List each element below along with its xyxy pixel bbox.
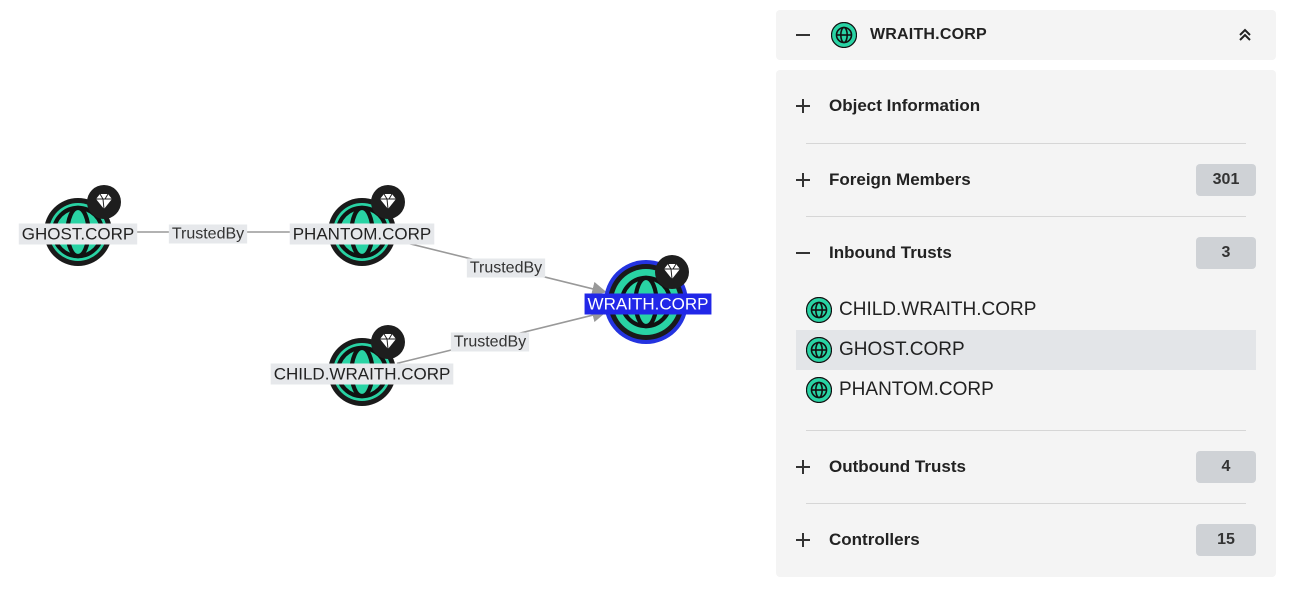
divider: [806, 503, 1246, 504]
count-badge: 15: [1196, 524, 1256, 556]
domain-node-child[interactable]: CHILD.WRAITH.CORP: [270, 324, 454, 406]
plus-icon: [796, 173, 810, 187]
entity-header: WRAITH.CORP: [776, 10, 1276, 60]
domain-node-ghost[interactable]: GHOST.CORP: [18, 184, 138, 266]
node-label-selected: WRAITH.CORP: [584, 293, 712, 315]
trust-edge[interactable]: TrustedBy: [396, 239, 607, 296]
trust-edge[interactable]: TrustedBy: [396, 308, 607, 365]
trust-name: GHOST.CORP: [839, 339, 965, 360]
node-label: GHOST.CORP: [18, 223, 138, 245]
section-label: Controllers: [829, 530, 920, 549]
section-outbound-trusts[interactable]: Outbound Trusts 4: [776, 447, 1276, 487]
entity-details: Object Information Foreign Members 301 I…: [776, 70, 1276, 577]
trust-name: PHANTOM.CORP: [839, 379, 994, 400]
minimize-icon[interactable]: [796, 34, 810, 36]
gem-icon: [86, 184, 122, 220]
plus-icon: [796, 460, 810, 474]
section-object-information[interactable]: Object Information: [776, 86, 1276, 126]
gem-icon: [654, 254, 690, 290]
section-foreign-members[interactable]: Foreign Members 301: [776, 160, 1276, 200]
section-label: Inbound Trusts: [829, 243, 952, 262]
svg-text:TrustedBy: TrustedBy: [470, 260, 542, 277]
globe-icon: [806, 377, 832, 403]
section-label: Foreign Members: [829, 170, 971, 189]
globe-icon: [806, 337, 832, 363]
count-badge: 301: [1196, 164, 1256, 196]
edge-label: TrustedBy: [466, 258, 546, 278]
entity-title: WRAITH.CORP: [870, 26, 987, 43]
edge-label: TrustedBy: [450, 332, 530, 352]
plus-icon: [796, 99, 810, 113]
section-controllers[interactable]: Controllers 15: [776, 520, 1276, 560]
svg-text:CHILD.WRAITH.CORP: CHILD.WRAITH.CORP: [274, 365, 451, 384]
edge-label: TrustedBy: [168, 224, 248, 244]
globe-icon: [831, 22, 857, 48]
chevrons-up-icon[interactable]: [1236, 26, 1254, 44]
node-label: CHILD.WRAITH.CORP: [270, 363, 454, 385]
minus-icon: [796, 246, 810, 260]
trust-list-item[interactable]: PHANTOM.CORP: [796, 370, 1256, 410]
svg-text:TrustedBy: TrustedBy: [454, 334, 526, 351]
node-label: PHANTOM.CORP: [289, 223, 435, 245]
section-label: Outbound Trusts: [829, 457, 966, 476]
divider: [806, 430, 1246, 431]
domain-node-wraith[interactable]: WRAITH.CORP: [584, 254, 712, 344]
count-badge: 3: [1196, 237, 1256, 269]
section-label: Object Information: [829, 96, 981, 115]
trust-list-item-selected[interactable]: GHOST.CORP: [796, 330, 1256, 370]
svg-text:WRAITH.CORP: WRAITH.CORP: [588, 295, 709, 314]
svg-text:TrustedBy: TrustedBy: [172, 226, 244, 243]
globe-icon: [806, 297, 832, 323]
count-badge: 4: [1196, 451, 1256, 483]
section-inbound-trusts[interactable]: Inbound Trusts 3: [776, 233, 1276, 273]
divider: [806, 216, 1246, 217]
svg-text:GHOST.CORP: GHOST.CORP: [22, 225, 134, 244]
trust-list-item[interactable]: CHILD.WRAITH.CORP: [796, 290, 1256, 330]
trust-name: CHILD.WRAITH.CORP: [839, 299, 1037, 320]
gem-icon: [370, 324, 406, 360]
svg-text:PHANTOM.CORP: PHANTOM.CORP: [293, 225, 432, 244]
plus-icon: [796, 533, 810, 547]
trust-edge[interactable]: TrustedBy: [114, 224, 326, 244]
divider: [806, 143, 1246, 144]
gem-icon: [370, 184, 406, 220]
domain-node-phantom[interactable]: PHANTOM.CORP: [289, 184, 435, 266]
